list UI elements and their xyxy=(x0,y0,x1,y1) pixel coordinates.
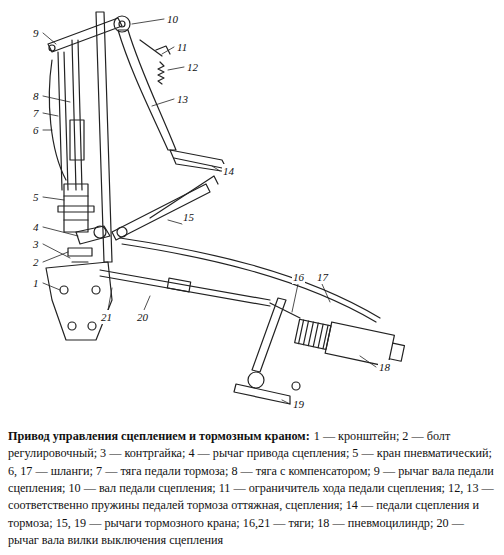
caption-title: Привод управления сцеплением и тормозным… xyxy=(8,429,310,443)
callout-number: 1 xyxy=(32,276,40,290)
leader-line xyxy=(43,244,70,258)
brake-pedal-rod xyxy=(58,52,68,190)
bracket xyxy=(46,262,112,340)
leader-line xyxy=(108,288,112,310)
callout-number: 15 xyxy=(182,210,195,224)
callout-number: 5 xyxy=(32,190,40,204)
pedal-pad-edge xyxy=(174,158,222,168)
pivot xyxy=(49,45,55,51)
clutch-pedal-arm xyxy=(118,30,176,150)
leader-line xyxy=(43,197,64,200)
figure-caption: Привод управления сцеплением и тормозным… xyxy=(8,428,496,549)
caption-text: 1 — кронштейн; 2 — болт регулировочный; … xyxy=(8,429,494,547)
leader-line xyxy=(43,227,78,236)
bracket-hole xyxy=(88,322,96,330)
callout-number: 11 xyxy=(176,40,188,54)
rod xyxy=(100,270,270,306)
callout-number: 17 xyxy=(316,270,329,284)
bellows-fold xyxy=(299,320,304,343)
leader-line xyxy=(168,67,184,70)
leader-line xyxy=(282,400,290,404)
hose xyxy=(120,238,380,322)
leader-line xyxy=(360,356,376,367)
leader-line xyxy=(43,113,58,116)
leader-line xyxy=(144,296,150,310)
leader-line xyxy=(43,283,60,290)
lever-pivot xyxy=(117,227,127,237)
callout-number: 4 xyxy=(32,220,40,234)
leader-line xyxy=(43,252,68,262)
callout-number: 6 xyxy=(32,123,40,137)
bracket-hole xyxy=(68,322,76,330)
pedal-pad xyxy=(170,150,228,172)
release-fork-lever xyxy=(252,298,286,372)
callout-number: 20 xyxy=(136,310,149,324)
callout-number: 19 xyxy=(292,397,305,411)
compensator-rod xyxy=(72,40,82,190)
leader-line xyxy=(212,166,220,171)
pedal-bracket-bar xyxy=(96,12,112,262)
travel-limiter xyxy=(140,40,170,56)
compensator xyxy=(70,120,84,160)
clutch-pedal-shaft-lever xyxy=(48,18,122,52)
callout-number: 10 xyxy=(166,12,179,26)
cylinder-bellows xyxy=(295,319,331,349)
bellows-fold xyxy=(318,324,323,347)
callout-number: 7 xyxy=(32,106,40,120)
callout-number: 9 xyxy=(32,26,40,40)
bracket-hole xyxy=(60,286,68,294)
rod xyxy=(270,303,300,318)
return-spring xyxy=(158,62,164,84)
cylinder-cap xyxy=(389,343,404,361)
callout-number: 2 xyxy=(32,255,40,269)
leader-line xyxy=(322,284,330,302)
callout-number: 8 xyxy=(32,89,40,103)
rod-coupling xyxy=(167,278,190,292)
release-shaft xyxy=(248,372,264,388)
bellows-fold xyxy=(308,322,313,345)
pedal-shaft-core xyxy=(119,21,125,27)
callout-number: 21 xyxy=(100,310,113,324)
leader-line xyxy=(43,96,70,102)
bracket-hole xyxy=(92,286,100,294)
bellows-fold xyxy=(303,321,308,344)
callout-number: 16 xyxy=(292,270,305,284)
lever-pivot xyxy=(94,226,106,238)
pneumatic-valve xyxy=(64,184,88,232)
lever-pivot xyxy=(292,382,300,390)
brake-valve-lever xyxy=(234,384,290,404)
leader-line xyxy=(152,99,174,106)
bellows-fold xyxy=(313,323,318,346)
leader-line xyxy=(132,19,164,24)
brake-valve-lever xyxy=(112,184,210,240)
bellows-folds xyxy=(299,320,328,349)
callout-number: 14 xyxy=(222,164,235,178)
clutch-drive-lever xyxy=(76,226,110,244)
leader-line xyxy=(43,130,52,131)
leader-line xyxy=(168,220,182,224)
hose xyxy=(49,60,66,180)
callout-number: 12 xyxy=(186,60,199,74)
adjusting-bolt xyxy=(68,248,92,262)
leader-line xyxy=(292,284,298,312)
leader-line xyxy=(162,47,174,54)
callout-number: 13 xyxy=(176,92,189,106)
leader-lines xyxy=(43,19,376,404)
callout-number: 3 xyxy=(32,237,40,251)
leader-line xyxy=(43,33,56,44)
callout-number: 18 xyxy=(378,360,391,374)
